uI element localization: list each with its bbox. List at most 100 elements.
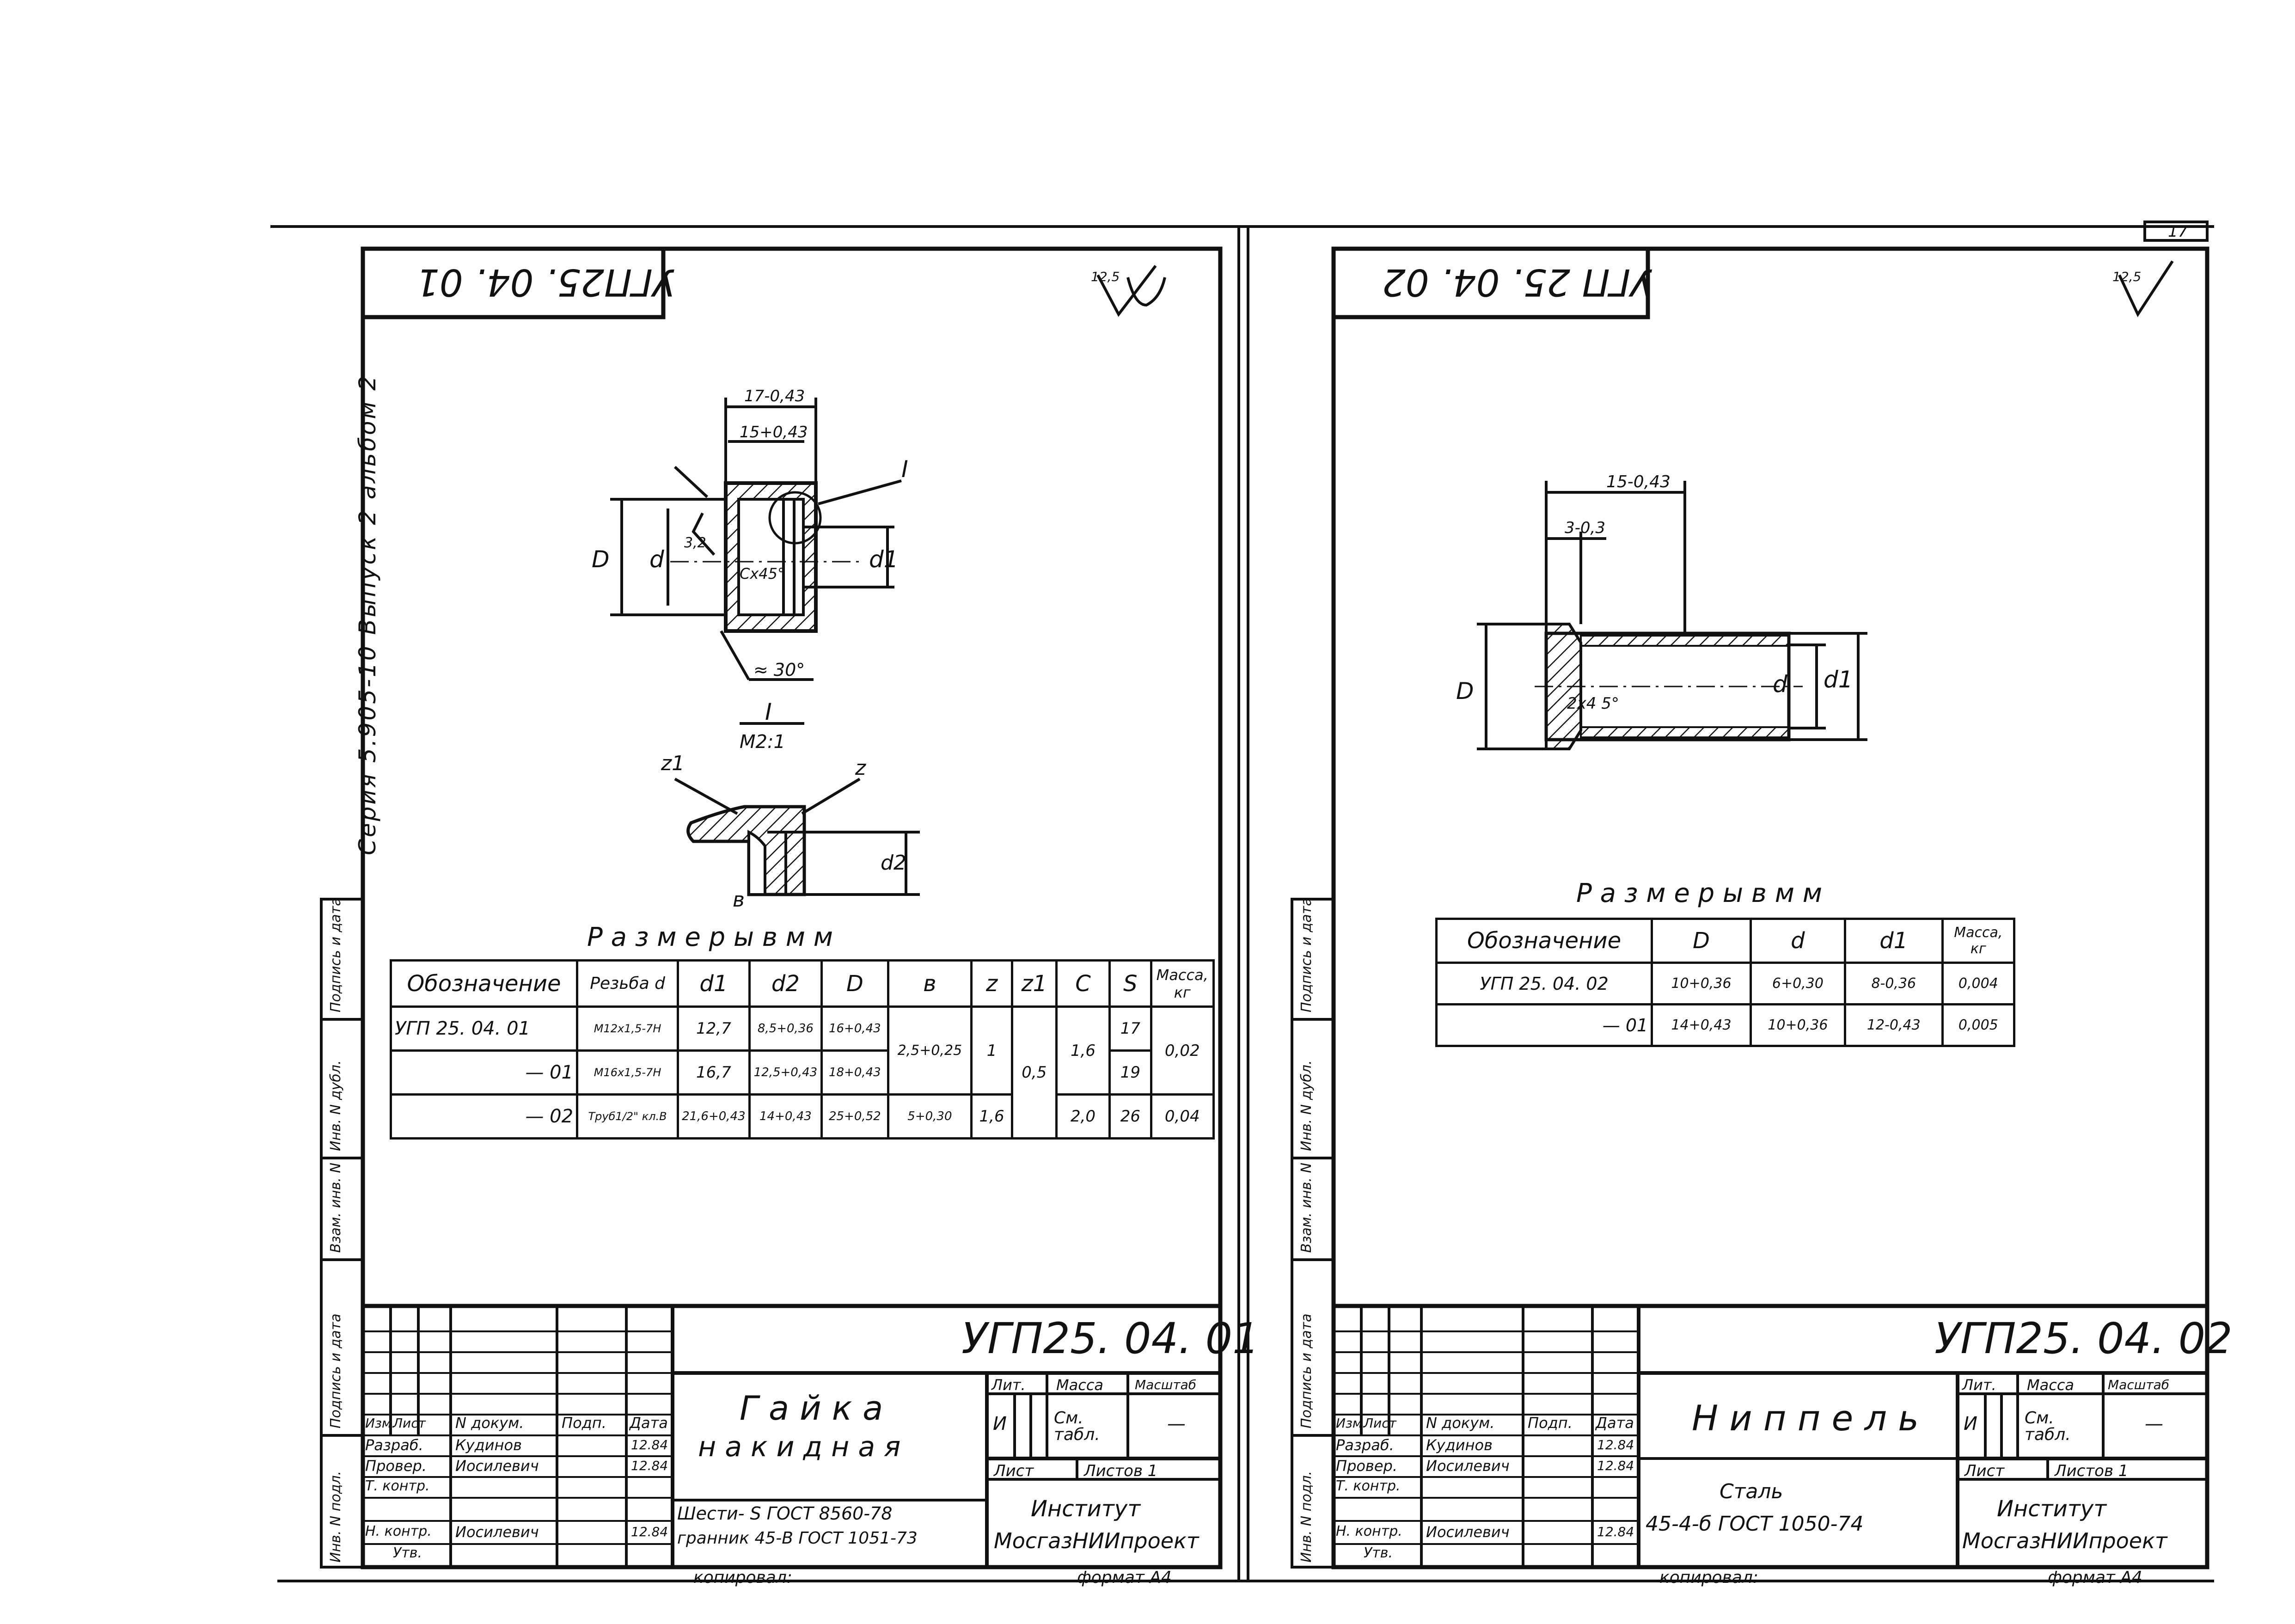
s1-z1: z1 [661, 752, 685, 775]
sheet1-table-title: Р а з м е р ы в м м [587, 922, 833, 952]
s2-tb-org1: Институт [1997, 1496, 2107, 1522]
s1-th-10: Масса, кг [1150, 959, 1215, 1008]
s2-tb-r-nk: Н. контр. [1336, 1523, 1402, 1539]
side2-label-5: Инв. N подл. [1298, 1471, 1315, 1563]
s2-tb-d-prov: 12.84 [1597, 1458, 1634, 1473]
table-cell: 6+0,30 [1749, 962, 1846, 1005]
s1-tb-masshtab: Масштаб [1135, 1377, 1197, 1392]
s1-callout-I: I [901, 456, 908, 483]
s2-dim-chamfer: 2х4 5° [1567, 694, 1619, 713]
s2-dim-D: D [1456, 678, 1474, 705]
s2-dim-d: d [1773, 671, 1787, 698]
s1-tb-col-izm: Изм. [365, 1416, 396, 1431]
s1-tb-mat2: гранник 45-В ГОСТ 1051-73 [677, 1529, 918, 1548]
sheet1-roughness: 12,5 [1091, 269, 1120, 284]
s2-tb-d-nk: 12.84 [1597, 1524, 1634, 1539]
sheet1-size-table: Обозначение Резьба d d1 d2 D в z z1 C S … [389, 959, 1215, 1140]
s2-tb-list: Лист [1965, 1462, 2005, 1480]
table-cell: 0,005 [1941, 1003, 2016, 1047]
table-cell: 8,5+0,36 [748, 1005, 823, 1052]
table-cell: 0,5 [1010, 1005, 1058, 1140]
s1-tb-col-data: Дата [630, 1414, 668, 1432]
s1-dim-32: 3,2 [684, 535, 706, 551]
s1-tb-n-razrab: Кудинов [455, 1436, 522, 1454]
table-cell: — 01 [1435, 1003, 1653, 1047]
table-cell: Труб1/2" кл.В [576, 1093, 679, 1140]
table-cell: d [1749, 918, 1846, 964]
s1-th-1: Резьба d [576, 959, 679, 1008]
s2-tb-n-prov: Иосилевич [1426, 1457, 1510, 1475]
s1-th-4: D [820, 959, 889, 1008]
table-cell: 21,6+0,43 [677, 1093, 751, 1140]
s1-dim-d: d [649, 546, 664, 573]
s2-tb-col-izm: Изм. [1336, 1416, 1366, 1431]
s1-th-5: в [887, 959, 973, 1008]
side-label-4: Подпись и дата [328, 1313, 344, 1429]
s1-dim-chamfer: Cx45° [740, 565, 785, 582]
s2-dim-15: 15-0,43 [1606, 472, 1671, 491]
table-cell: 1,6 [1055, 1005, 1111, 1096]
side-label-1: Подпись и дата [328, 897, 344, 1013]
s1-tb-massa: Масса [1056, 1376, 1104, 1394]
s2-dim-d1: d1 [1824, 666, 1853, 693]
table-cell: d1 [1843, 918, 1944, 964]
s2-copied: копировал: [1659, 1568, 1758, 1587]
table-cell: 16+0,43 [820, 1005, 889, 1052]
s1-th-2: d1 [677, 959, 751, 1008]
s1-tb-listov: Листов 1 [1084, 1462, 1158, 1480]
s1-tb-name1: Г а й к а [740, 1389, 883, 1428]
s1-tb-code: УГП25. 04. 01 [961, 1314, 1260, 1363]
s1-tb-mat1: Шести- S ГОСТ 8560-78 [677, 1503, 893, 1524]
sheet2-roughness: 12,5 [2112, 269, 2142, 284]
s1-d2: d2 [881, 851, 906, 875]
s1-th-3: d2 [748, 959, 823, 1008]
side-label-3: Взам. инв. N [328, 1163, 344, 1253]
s2-tb-col-data: Дата [1596, 1414, 1634, 1432]
s2-tb-massa-val: См. табл. [2025, 1409, 2071, 1444]
s1-format: формат А4 [1077, 1568, 1172, 1587]
s2-tb-code: УГП25. 04. 02 [1934, 1314, 2233, 1363]
table-cell: М16х1,5-7Н [576, 1049, 679, 1096]
s2-tb-masshtab: Масштаб [2108, 1377, 2170, 1392]
table-cell: 8-0,36 [1843, 962, 1944, 1005]
table-cell: 19 [1108, 1049, 1152, 1096]
s1-tb-org1: Институт [1031, 1496, 1141, 1522]
table-cell: — 01 [389, 1049, 579, 1096]
s1-copied: копировал: [693, 1568, 792, 1587]
table-cell: 1,6 [970, 1093, 1013, 1140]
table-cell: 10+0,36 [1749, 1003, 1846, 1047]
table-cell: 25+0,52 [820, 1093, 889, 1140]
table-cell: 26 [1108, 1093, 1152, 1140]
s2-tb-lit-val: И [1964, 1413, 1977, 1434]
table-cell: 17 [1108, 1005, 1152, 1052]
table-cell: УГП 25. 04. 01 [389, 1005, 579, 1052]
s1-tb-lit-val: И [993, 1413, 1007, 1434]
s1-b: в [733, 888, 745, 912]
side2-label-2: Инв. N дубл. [1298, 1060, 1315, 1152]
s1-detail-scale: М2:1 [740, 731, 785, 753]
s1-th-0: Обозначение [389, 959, 579, 1008]
s1-tb-r-tk: Т. контр. [365, 1478, 430, 1494]
s2-tb-n-razrab: Кудинов [1426, 1436, 1493, 1454]
s1-tb-r-razrab: Разраб. [365, 1436, 423, 1454]
table-cell: Масса, кг [1941, 918, 2016, 964]
s1-tb-d-nk: 12.84 [631, 1524, 668, 1539]
s1-z: z [855, 756, 866, 780]
s2-tb-name: Н и п п е л ь [1692, 1397, 1919, 1439]
table-cell: 2,0 [1055, 1093, 1111, 1140]
s2-tb-scale-val: — [2145, 1413, 2163, 1434]
page-number: 17 [2168, 222, 2188, 241]
s1-tb-n-nk: Иосилевич [455, 1523, 539, 1541]
s2-dim-3: 3-0,3 [1565, 519, 1605, 537]
s1-tb-org2: МосгазНИИпроект [994, 1528, 1199, 1553]
table-cell: 16,7 [677, 1049, 751, 1096]
table-cell: 12-0,43 [1843, 1003, 1944, 1047]
table-cell: 1 [970, 1005, 1013, 1096]
s1-detail-title: I [765, 699, 772, 725]
s1-tb-r-nk: Н. контр. [365, 1523, 432, 1539]
side2-label-4: Подпись и дата [1298, 1313, 1315, 1429]
s2-tb-lit: Лит. [1962, 1376, 1996, 1394]
s2-tb-col-podp: Подп. [1528, 1414, 1573, 1432]
s1-th-6: z [970, 959, 1013, 1008]
